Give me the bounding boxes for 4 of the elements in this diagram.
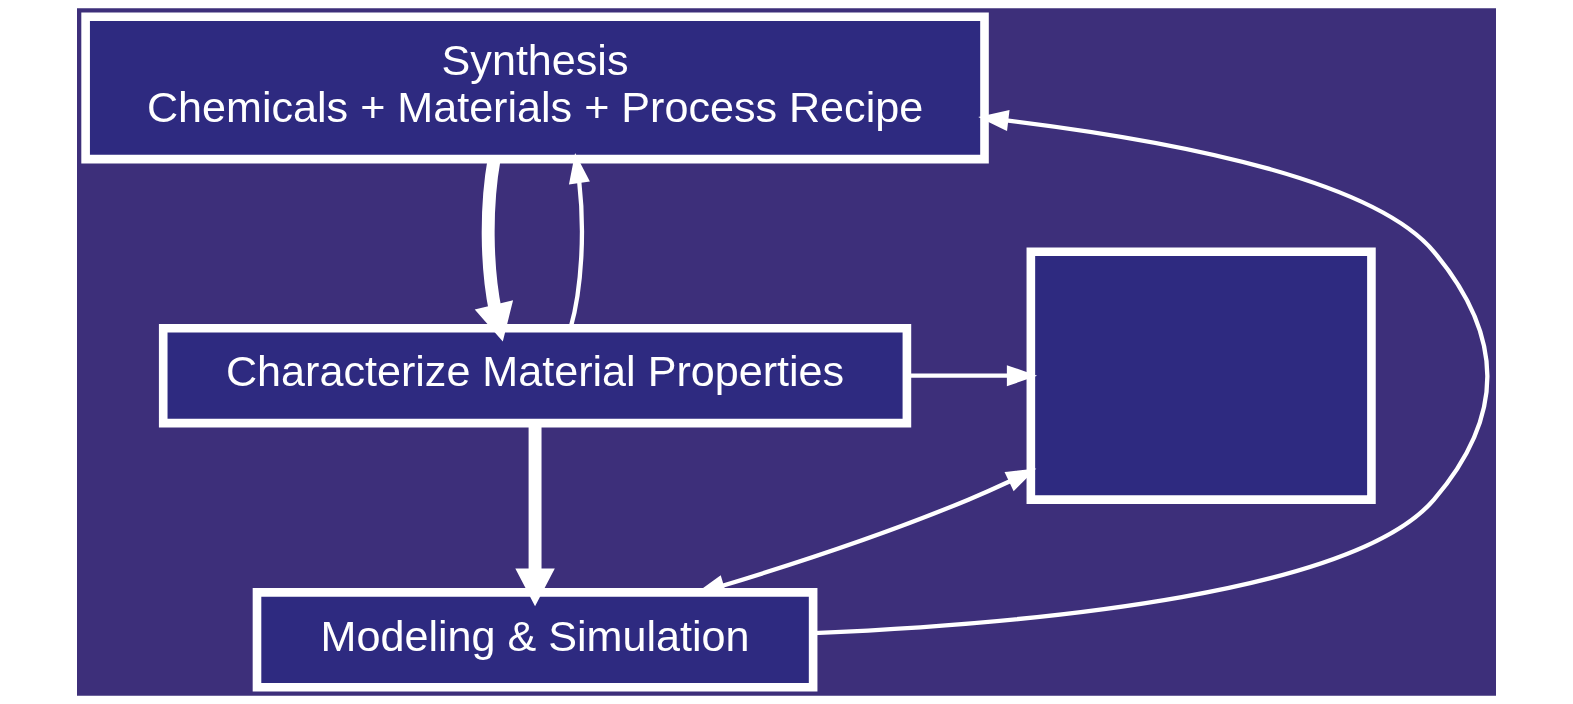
node-box: Characterize Material Properties (158, 324, 912, 428)
node-box (1026, 247, 1376, 504)
node-box: Modeling & Simulation (252, 588, 818, 692)
node-box: Synthesis Chemicals + Materials + Process Recipe (81, 12, 989, 164)
